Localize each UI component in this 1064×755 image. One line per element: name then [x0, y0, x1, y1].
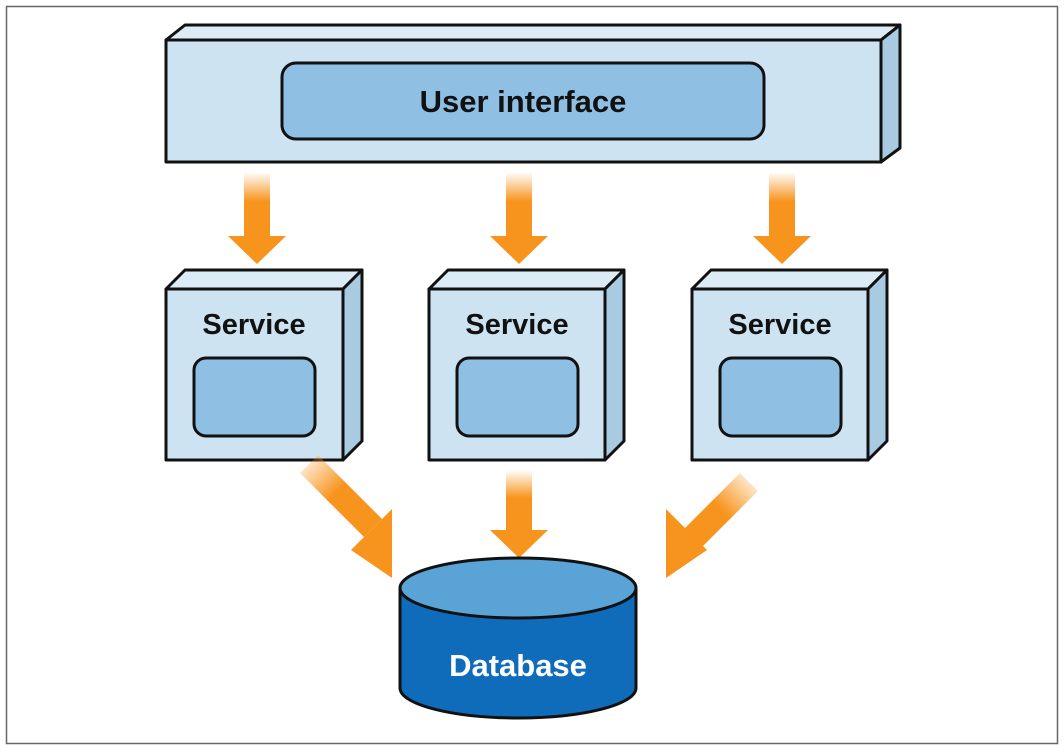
user-interface-inner-panel	[280, 61, 766, 141]
diagonal-arrow-icon	[300, 455, 392, 578]
service-component	[455, 356, 580, 438]
database-label: Database	[449, 648, 587, 683]
service-box-3: Service	[690, 268, 889, 462]
user-interface-layer: User interface	[164, 23, 902, 164]
diagonal-arrow-icon	[666, 473, 758, 578]
service-component	[192, 356, 317, 438]
service-label: Service	[728, 309, 831, 341]
service-box-1: Service	[164, 268, 364, 462]
database-cylinder-icon: Database	[398, 556, 638, 720]
service-label: Service	[465, 309, 568, 341]
down-arrow-icon	[490, 470, 548, 558]
down-arrow-icon	[490, 172, 548, 264]
user-interface-label: User interface	[420, 84, 627, 119]
service-component	[718, 356, 843, 438]
service-box-2: Service	[427, 268, 626, 462]
down-arrow-icon	[228, 172, 286, 264]
down-arrow-icon	[753, 172, 811, 264]
service-label: Service	[202, 309, 305, 341]
